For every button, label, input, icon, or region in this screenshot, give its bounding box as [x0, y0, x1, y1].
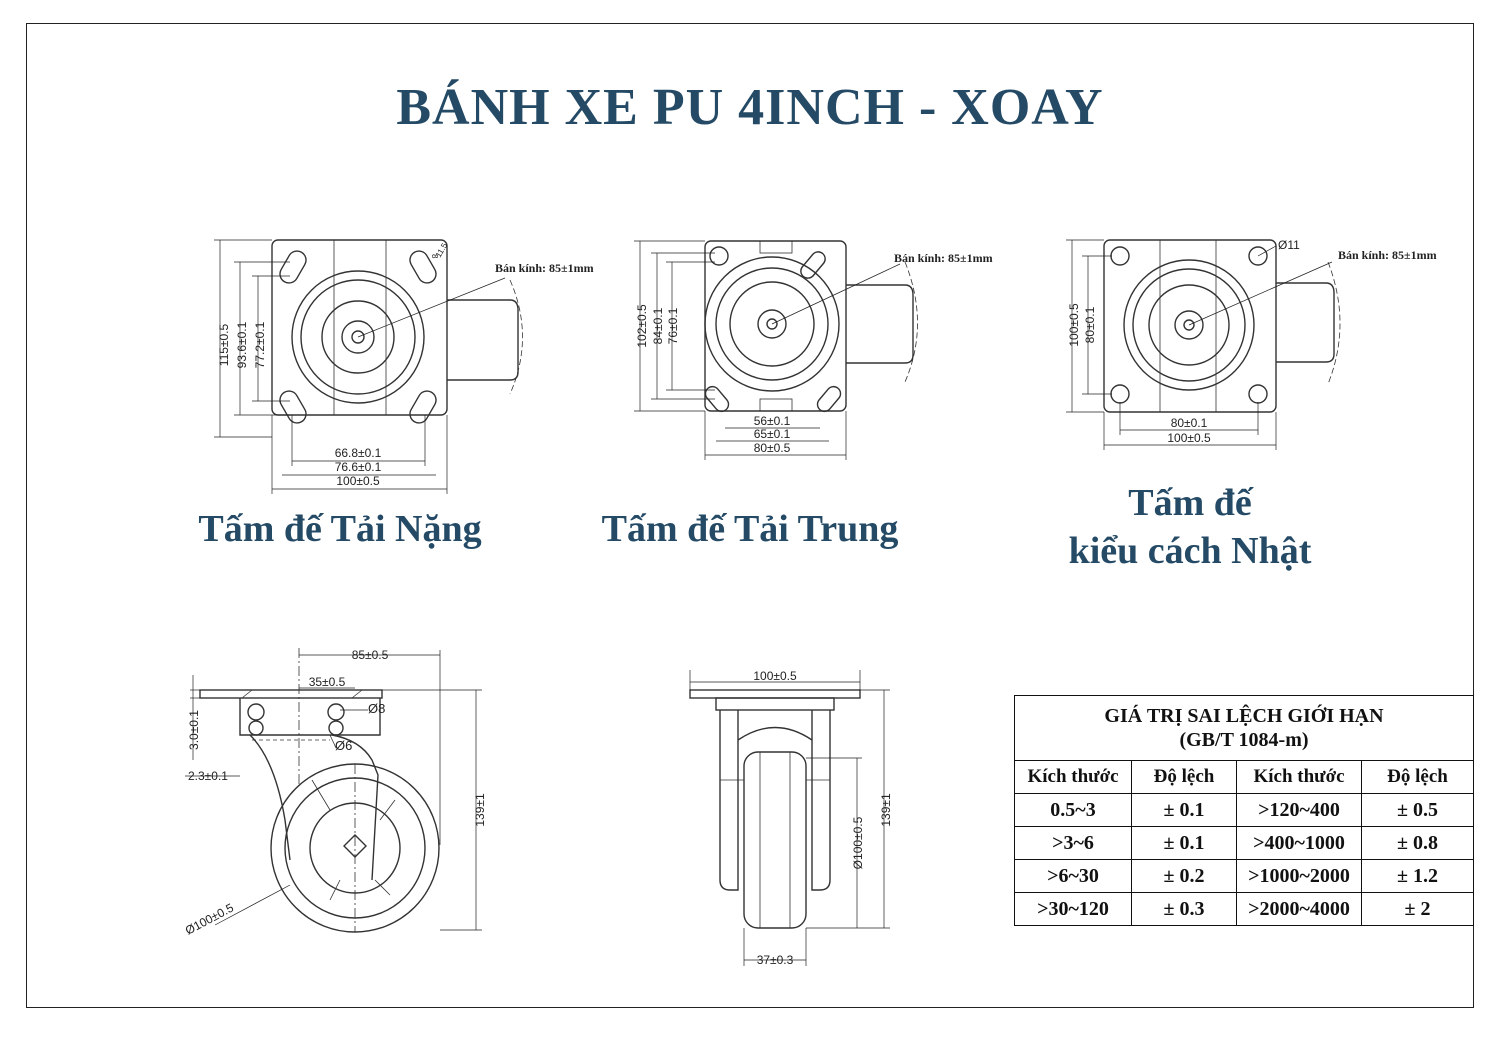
japan-radius-note: Bán kính: 85±1mm: [1338, 248, 1437, 262]
table-cell: ± 0.3: [1131, 892, 1237, 926]
side-dim-top: 85±0.5: [352, 648, 389, 662]
medium-dim-h2: 84±0.1: [651, 307, 665, 344]
side-view-drawing: 85±0.5 35±0.5 3.0±0.1 2.3±0.1 Ø8 Ø6 139±…: [183, 648, 487, 938]
table-cell: >3~6: [1014, 826, 1132, 860]
japan-hole-dim: Ø11: [1278, 238, 1300, 252]
front-dim-width: 37±0.3: [757, 953, 794, 967]
tolerance-table-standard: (GB/T 1084-m): [1179, 729, 1309, 751]
table-cell: >2000~4000: [1236, 892, 1362, 926]
medium-plate-drawing: Bán kính: 85±1mm 102±0.5 84±0.1 76±0.1 5…: [634, 240, 993, 460]
japan-dim-h1: 100±0.5: [1067, 303, 1081, 347]
caption-japan-plate-line1: Tấm đế: [1128, 482, 1252, 524]
table-cell: >120~400: [1236, 793, 1362, 827]
table-cell: ± 0.8: [1361, 826, 1474, 860]
table-cell: ± 0.2: [1131, 859, 1237, 893]
table-cell: >400~1000: [1236, 826, 1362, 860]
heavy-dim-w3: 100±0.5: [336, 474, 380, 488]
heavy-slot-dim-a: 8: [430, 254, 439, 259]
heavy-dim-h3: 77.2±0.1: [253, 321, 267, 368]
heavy-dim-w1: 66.8±0.1: [335, 446, 382, 460]
table-cell: ± 0.1: [1131, 826, 1237, 860]
side-dim-bolt-b: Ø6: [335, 738, 352, 753]
medium-radius-note: Bán kính: 85±1mm: [894, 251, 993, 265]
front-dim-wheel: Ø100±0.5: [851, 816, 865, 869]
front-view-drawing: 100±0.5 Ø100±0.5 139±1 37±0.3: [689, 669, 893, 967]
column-header: Độ lệch: [1131, 760, 1237, 794]
table-row: >3~6 ± 0.1 >400~1000 ± 0.8: [1014, 826, 1474, 860]
caption-japan-plate-line2: kiểu cách Nhật: [1068, 530, 1312, 572]
side-dim-bolt-a: Ø8: [368, 701, 385, 716]
front-dim-height: 139±1: [879, 793, 893, 827]
heavy-dim-h1: 115±0.5: [217, 323, 231, 366]
medium-dim-w3: 80±0.5: [754, 441, 791, 455]
japan-dim-h2: 80±0.1: [1083, 306, 1097, 343]
heavy-dim-h2: 93.6±0.1: [235, 321, 249, 368]
table-cell: >1000~2000: [1236, 859, 1362, 893]
table-cell: >6~30: [1014, 859, 1132, 893]
drawing-frame: [26, 23, 1474, 1008]
table-cell: ± 0.5: [1361, 793, 1474, 827]
table-cell: 0.5~3: [1014, 793, 1132, 827]
medium-dim-h3: 76±0.1: [666, 307, 680, 344]
table-cell: ± 1.2: [1361, 859, 1474, 893]
side-dim-wheel: Ø100±0.5: [183, 900, 236, 937]
heavy-plate-drawing: Bán kính: 85±1mm 115±0.5 93.6±0.1 77.2±0…: [214, 239, 594, 494]
japan-dim-w1: 80±0.1: [1171, 416, 1208, 430]
table-row: 0.5~3 ± 0.1 >120~400 ± 0.5: [1014, 793, 1474, 827]
tolerance-table-title: GIÁ TRỊ SAI LỆCH GIỚI HẠN: [1104, 705, 1384, 727]
page-title: BÁNH XE PU 4INCH - XOAY: [396, 79, 1104, 136]
side-dim-offset: 35±0.5: [309, 675, 346, 689]
caption-heavy-plate: Tấm đế Tải Nặng: [198, 508, 482, 550]
table-row: >30~120 ± 0.3 >2000~4000 ± 2: [1014, 892, 1474, 926]
table-cell: ± 2: [1361, 892, 1474, 926]
table-cell: ± 0.1: [1131, 793, 1237, 827]
japan-plate-drawing: Bán kính: 85±1mm Ø11 100±0.5 80±0.1 80±0…: [1066, 238, 1437, 450]
heavy-radius-note: Bán kính: 85±1mm: [495, 261, 594, 275]
column-header: Kích thước: [1236, 760, 1362, 794]
tolerance-table-header: GIÁ TRỊ SAI LỆCH GIỚI HẠN (GB/T 1084-m): [1014, 695, 1474, 761]
heavy-dim-w2: 76.6±0.1: [335, 460, 382, 474]
front-dim-plate: 100±0.5: [753, 669, 797, 683]
column-header: Kích thước: [1014, 760, 1132, 794]
side-dim-height: 139±1: [473, 793, 487, 827]
table-cell: >30~120: [1014, 892, 1132, 926]
medium-dim-w2: 65±0.1: [754, 427, 791, 441]
medium-dim-w1: 56±0.1: [754, 414, 791, 428]
table-row: >6~30 ± 0.2 >1000~2000 ± 1.2: [1014, 859, 1474, 893]
column-header: Độ lệch: [1361, 760, 1474, 794]
tolerance-table: GIÁ TRỊ SAI LỆCH GIỚI HẠN (GB/T 1084-m) …: [1014, 695, 1474, 926]
medium-dim-h1: 102±0.5: [635, 304, 649, 348]
japan-dim-w2: 100±0.5: [1167, 431, 1211, 445]
side-dim-plate: 3.0±0.1: [187, 710, 201, 750]
tolerance-column-headers: Kích thước Độ lệch Kích thước Độ lệch: [1014, 760, 1474, 794]
side-dim-leg: 2.3±0.1: [188, 769, 228, 783]
caption-medium-plate: Tấm đế Tải Trung: [601, 508, 899, 550]
